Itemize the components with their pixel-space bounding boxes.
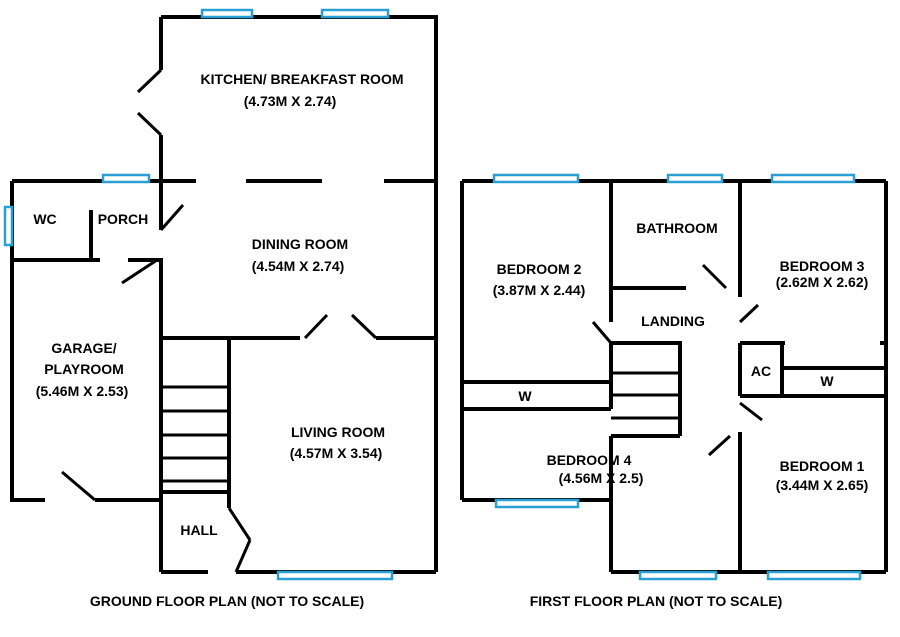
kitchen-name: KITCHEN/ BREAKFAST ROOM <box>201 71 404 87</box>
porch-window <box>101 173 151 184</box>
porch-label: PORCH <box>98 211 149 227</box>
cupboard-door-swing <box>739 401 763 422</box>
bedroom1-window <box>766 570 862 581</box>
hall-label: HALL <box>180 522 218 538</box>
landing-label: LANDING <box>641 313 705 329</box>
dining-size: (4.54M X 2.74) <box>252 258 345 274</box>
garage-name-1: GARAGE/ <box>51 340 116 356</box>
first-floor-labels: BEDROOM 2 (3.87M X 2.44) BATHROOM BEDROO… <box>493 220 869 493</box>
bedroom1-size: (3.44M X 2.65) <box>776 477 869 493</box>
bedroom3-name: BEDROOM 3 <box>780 258 865 274</box>
bedroom3-size: (2.62M X 2.62) <box>776 274 869 290</box>
wc-label: WC <box>33 211 56 227</box>
wardrobe-left-label: W <box>518 388 532 404</box>
first-floor-caption: FIRST FLOOR PLAN (NOT TO SCALE) <box>530 593 783 609</box>
bedroom3-window <box>770 173 856 184</box>
ground-floor-labels: KITCHEN/ BREAKFAST ROOM (4.73M X 2.74) D… <box>33 71 403 538</box>
wardrobe-right-label: W <box>820 373 834 389</box>
dining-door-left-swing <box>303 313 329 340</box>
bedroom2-name: BEDROOM 2 <box>497 261 582 277</box>
dining-name: DINING ROOM <box>252 236 348 252</box>
porch-inner-door-swing <box>121 258 158 285</box>
bedroom2-window <box>492 173 580 184</box>
kitchen-window-right <box>320 8 390 19</box>
first-floor-windows <box>492 173 862 581</box>
bedroom4-door-swing <box>707 434 732 457</box>
dining-door-right-swing <box>350 313 378 340</box>
ground-floor-windows <box>3 8 394 581</box>
ac-label: AC <box>751 363 771 379</box>
kitchen-size: (4.73M X 2.74) <box>244 93 337 109</box>
bedroom4-window <box>494 498 580 509</box>
first-floor-plan: BEDROOM 2 (3.87M X 2.44) BATHROOM BEDROO… <box>460 173 888 609</box>
living-name: LIVING ROOM <box>291 424 385 440</box>
back-door-swing <box>136 111 163 137</box>
bedroom4-name: BEDROOM 4 <box>547 452 632 468</box>
bedroom2-door-swing <box>591 321 613 344</box>
bedroom3-door-swing <box>738 303 760 324</box>
ground-floor-plan: KITCHEN/ BREAKFAST ROOM (4.73M X 2.74) D… <box>3 8 438 609</box>
ground-floor-walls <box>10 15 438 574</box>
living-size: (4.57M X 3.54) <box>290 445 383 461</box>
hall-door-swing <box>227 507 252 541</box>
garage-door-swing <box>61 470 96 502</box>
landing-bottom-window <box>638 570 718 581</box>
garage-size: (5.46M X 2.53) <box>36 383 129 399</box>
first-floor-doors <box>591 263 763 457</box>
bathroom-door-swing <box>701 263 728 290</box>
kitchen-window-left <box>200 8 254 19</box>
bedroom4-size: (4.56M X 2.5) <box>559 470 644 486</box>
wc-window <box>3 205 14 247</box>
living-room-window <box>276 570 394 581</box>
ground-floor-doors <box>61 68 378 573</box>
porch-door-swing <box>159 204 185 231</box>
front-door-swing <box>136 68 163 94</box>
bedroom1-name: BEDROOM 1 <box>780 458 865 474</box>
bathroom-label: BATHROOM <box>636 220 717 236</box>
hall-front-door-swing <box>234 539 252 573</box>
bathroom-window <box>666 173 724 184</box>
garage-name-2: PLAYROOM <box>44 361 124 377</box>
ground-floor-caption: GROUND FLOOR PLAN (NOT TO SCALE) <box>90 593 364 609</box>
bedroom2-size: (3.87M X 2.44) <box>493 282 586 298</box>
